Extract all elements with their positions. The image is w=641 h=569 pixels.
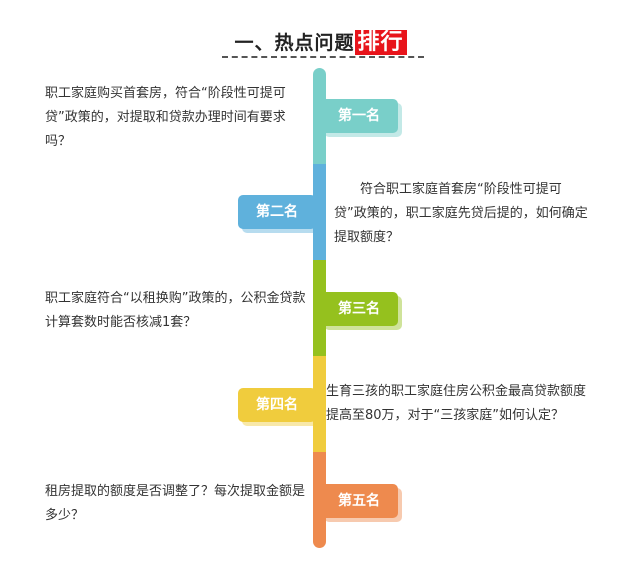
rank-badge-1: 第一名 bbox=[320, 99, 402, 137]
timeline-segment-2 bbox=[313, 164, 326, 260]
rank-label-2: 第二名 bbox=[256, 204, 298, 220]
rank-badge-2: 第二名 bbox=[238, 195, 320, 233]
question-4: 生育三孩的职工家庭住房公积金最高贷款额度提高至80万，对于“三孩家庭”如何认定？ bbox=[326, 384, 587, 423]
question-1: 职工家庭购买首套房，符合“阶段性可提可贷”政策的，对提取和贷款办理时间有要求吗？ bbox=[45, 86, 286, 149]
rank-badge-3: 第三名 bbox=[320, 292, 402, 330]
rank-label-5: 第五名 bbox=[338, 493, 380, 509]
question-5: 租房提取的额度是否调整了？每次提取金额是多少？ bbox=[45, 484, 306, 523]
title-dashed-underline bbox=[222, 56, 424, 58]
section-title: 一、热点问题排行 bbox=[0, 24, 641, 56]
rank-badge-5: 第五名 bbox=[320, 484, 402, 522]
timeline-segment-1 bbox=[313, 68, 326, 164]
rank-badge-4: 第四名 bbox=[238, 388, 320, 426]
rank-label-3: 第三名 bbox=[338, 301, 380, 317]
question-3: 职工家庭符合“以租换购”政策的，公积金贷款计算套数时能否核减1套？ bbox=[45, 291, 306, 330]
section-title-highlight: 排行 bbox=[354, 30, 407, 55]
timeline-segment-3 bbox=[313, 260, 326, 356]
section-title-text: 一、热点问题 bbox=[234, 32, 355, 54]
question-2: 符合职工家庭首套房“阶段性可提可贷”政策的，职工家庭先贷后提的，如何确定提取额度… bbox=[334, 182, 588, 245]
timeline-segment-4 bbox=[313, 356, 326, 452]
timeline-segment-5 bbox=[313, 452, 326, 548]
rank-label-4: 第四名 bbox=[256, 397, 298, 413]
rank-label-1: 第一名 bbox=[338, 108, 380, 124]
